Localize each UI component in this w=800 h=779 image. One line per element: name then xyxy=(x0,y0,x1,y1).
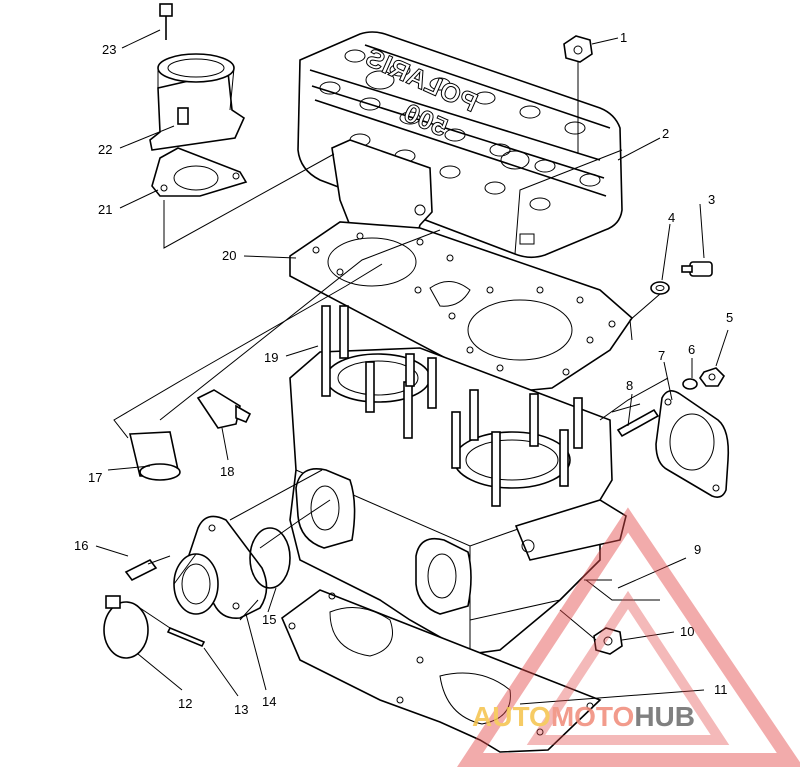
callout-7: 7 xyxy=(658,348,665,363)
callout-leaders xyxy=(95,29,729,705)
callout-10: 10 xyxy=(680,624,694,639)
callout-11: 11 xyxy=(714,682,728,697)
callout-numbers: 1 2 3 4 5 6 7 8 9 10 11 12 13 14 15 16 1… xyxy=(74,30,733,717)
intake-flange-14 xyxy=(173,515,268,620)
exhaust-gasket-7 xyxy=(655,390,730,498)
bolt-16 xyxy=(124,558,158,582)
sleeve-17 xyxy=(128,431,181,481)
callout-16: 16 xyxy=(74,538,88,553)
callout-18: 18 xyxy=(220,464,234,479)
callout-12: 12 xyxy=(178,696,192,711)
watermark-logo-triangle xyxy=(457,507,800,767)
callout-14: 14 xyxy=(262,694,276,709)
callout-3: 3 xyxy=(708,192,715,207)
callout-6: 6 xyxy=(688,342,695,357)
watermark-text-auto: AUTO xyxy=(472,701,551,732)
nut-1 xyxy=(563,35,593,63)
cylinder-studs xyxy=(321,305,583,507)
screw-13 xyxy=(166,626,206,648)
assembly-lines xyxy=(113,62,669,641)
callout-13: 13 xyxy=(234,702,248,717)
cylinder-head-gasket xyxy=(289,221,634,393)
callout-9: 9 xyxy=(694,542,701,557)
watermark-text: AUTOMOTOHUB xyxy=(472,701,695,732)
clamp-12 xyxy=(103,595,149,659)
stud-8 xyxy=(616,408,660,438)
callout-22: 22 xyxy=(98,142,112,157)
washer-6 xyxy=(682,378,698,390)
callout-4: 4 xyxy=(668,210,675,225)
callout-20: 20 xyxy=(222,248,236,263)
callout-5: 5 xyxy=(726,310,733,325)
temperature-sensor-18 xyxy=(196,389,252,429)
washer-4 xyxy=(650,281,670,295)
watermark-text-hub: HUB xyxy=(634,701,695,732)
thermostat-gasket xyxy=(151,147,248,197)
nut-5 xyxy=(699,367,726,387)
callout-21: 21 xyxy=(98,202,112,217)
cylinder-base-gasket xyxy=(281,589,602,753)
washer-4-hole xyxy=(655,285,665,291)
callout-23: 23 xyxy=(102,42,116,57)
callout-2: 2 xyxy=(662,126,669,141)
nut-10 xyxy=(593,627,623,655)
callout-19: 19 xyxy=(264,350,278,365)
callout-17: 17 xyxy=(88,470,102,485)
callout-1: 1 xyxy=(620,30,627,45)
callout-8: 8 xyxy=(626,378,633,393)
watermark: AUTOMOTOHUB xyxy=(457,507,800,767)
watermark-text-moto: MOTO xyxy=(551,701,634,732)
screw-3 xyxy=(681,261,713,277)
o-ring-15 xyxy=(249,527,291,589)
callout-15: 15 xyxy=(262,612,276,627)
thermostat-housing xyxy=(149,3,246,151)
